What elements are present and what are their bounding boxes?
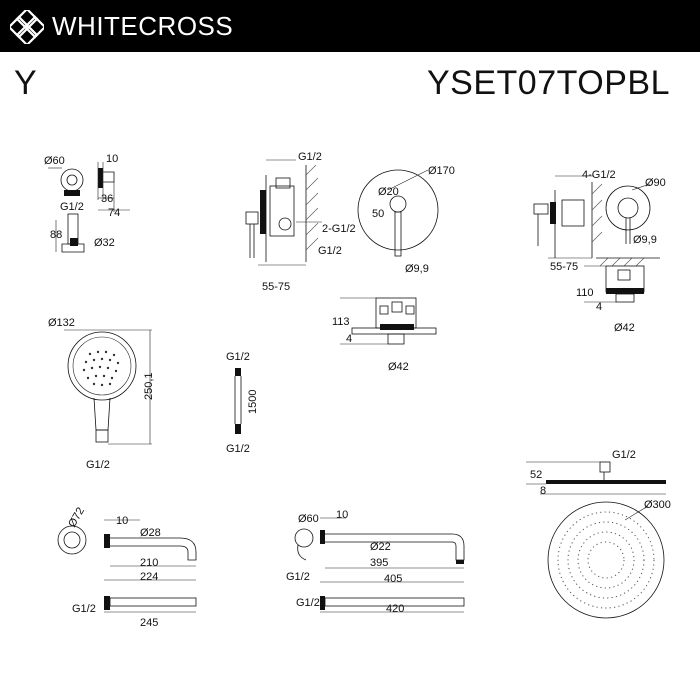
header-bar: WHITECROSS — [0, 0, 700, 52]
hook-36-label: 36 — [101, 193, 113, 205]
div-d42-label: Ø42 — [614, 322, 635, 334]
hand-2501-label: 250,1 — [143, 372, 155, 400]
div-d99-label: Ø9,9 — [633, 234, 657, 246]
spout-210-label: 210 — [140, 557, 158, 569]
plate-d170-label: Ø170 — [428, 165, 455, 177]
box-d42-label: Ø42 — [388, 361, 409, 373]
arm-420-label: 420 — [386, 603, 404, 615]
div-4-label: 4 — [596, 301, 602, 313]
spout-10-label: 10 — [116, 515, 128, 527]
overhead-shower-diagram: G1/2 52 8 Ø300 — [526, 449, 671, 619]
top-52-label: 52 — [530, 469, 542, 481]
hook-10-label: 10 — [106, 153, 118, 165]
cross-logo-icon — [10, 10, 44, 44]
spout-g12-label: G1/2 — [72, 603, 96, 615]
bath-spout-diagram: Ø72 10 Ø28 210 224 G1/2 245 — [57, 505, 197, 629]
plate-d99-label: Ø9,9 — [405, 263, 429, 275]
valve-g12-bot-label: G1/2 — [318, 245, 342, 257]
arm-g12b-label: G1/2 — [296, 597, 320, 609]
wall-hook-diagram: Ø60 10 36 74 G1/2 88 Ø32 — [44, 153, 130, 253]
series-letter: Y — [14, 64, 37, 102]
plate-d20-label: Ø20 — [378, 186, 399, 198]
hand-shower-nozzle-pattern — [82, 350, 120, 387]
div-110-label: 110 — [576, 287, 594, 299]
plate-50-label: 50 — [372, 208, 384, 220]
box-4-label: 4 — [346, 333, 352, 345]
valve-g12-top-label: G1/2 — [298, 151, 322, 163]
valve-diagram: G1/2 2-G1/2 G1/2 55-75 Ø170 Ø20 50 Ø9,9 — [245, 151, 455, 293]
box-113-label: 113 — [332, 316, 350, 328]
valve-box-section-diagram: 113 4 Ø42 — [332, 297, 437, 373]
arm-10-label: 10 — [336, 509, 348, 521]
hand-g12-label: G1/2 — [86, 459, 110, 471]
top-8-label: 8 — [540, 485, 546, 497]
arm-d60-label: Ø60 — [298, 513, 319, 525]
valve-5575-label: 55-75 — [262, 281, 290, 293]
hook-d32-label: Ø32 — [94, 237, 115, 249]
diverter-diagram: 4-G1/2 55-75 Ø90 Ø9,9 110 4 Ø42 — [533, 169, 666, 334]
top-g12-label: G1/2 — [612, 449, 636, 461]
spout-d72-label: Ø72 — [66, 505, 87, 529]
spout-245-label: 245 — [140, 617, 158, 629]
hand-d132-label: Ø132 — [48, 317, 75, 329]
arm-405-label: 405 — [384, 573, 402, 585]
hook-g12-label: G1/2 — [60, 201, 84, 213]
hose-1500-label: 1500 — [247, 390, 259, 414]
hose-g12-bot-label: G1/2 — [226, 443, 250, 455]
hook-74-label: 74 — [108, 207, 120, 219]
hose-g12-top-label: G1/2 — [226, 351, 250, 363]
div-4g12-label: 4-G1/2 — [582, 169, 616, 181]
model-code: YSET07TOPBL — [427, 64, 670, 102]
shower-arm-diagram: Ø60 10 Ø22 395 405 G1/2 G1/2 420 — [286, 509, 465, 615]
arm-g12a-label: G1/2 — [286, 571, 310, 583]
spout-d28-label: Ø28 — [140, 527, 161, 539]
valve-2g12-label: 2-G1/2 — [322, 223, 356, 235]
top-d300-label: Ø300 — [644, 499, 671, 511]
brand-name: WHITECROSS — [52, 11, 234, 41]
hose-diagram: G1/2 1500 G1/2 — [226, 351, 259, 455]
div-d90-label: Ø90 — [645, 177, 666, 189]
div-5575-label: 55-75 — [550, 261, 578, 273]
spout-224-label: 224 — [140, 571, 158, 583]
arm-d22-label: Ø22 — [370, 541, 391, 553]
hook-d60-label: Ø60 — [44, 155, 65, 167]
hand-shower-diagram: Ø132 250,1 G1/2 — [48, 317, 155, 471]
hook-88-label: 88 — [50, 229, 62, 241]
arm-395-label: 395 — [370, 557, 388, 569]
